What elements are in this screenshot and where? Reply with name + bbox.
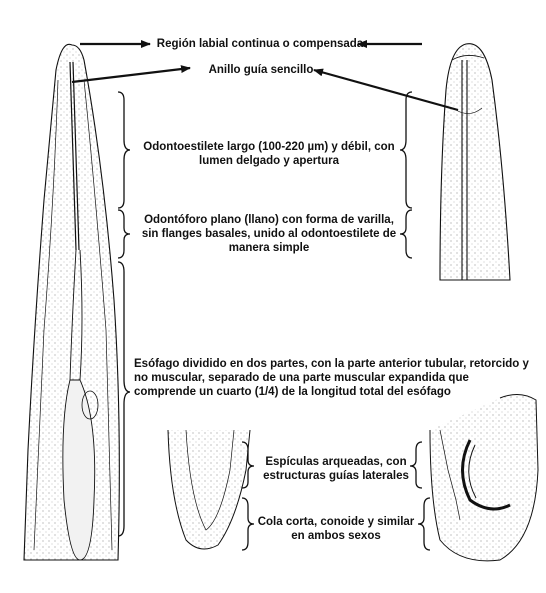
label-tail: Cola corta, conoide y similar en ambos s… [257,516,415,542]
arrow-guide-left [71,65,191,84]
nematode-tail-middle [167,429,251,550]
brace-odontophore-right [399,209,413,259]
brace-spicules-right [409,441,423,489]
nematode-head [439,43,511,281]
brace-spicules-left [241,441,255,489]
label-labial-region: Región labial continua o compensada [156,38,364,50]
brace-odontostyle-right [399,91,413,209]
nematode-tail-right [429,394,539,562]
braces [117,91,431,551]
nematode-anterior-body [23,43,120,561]
label-odontophore: Odontóforo plano (llano) con forma de va… [141,214,397,254]
arrow-guide-right [313,68,459,112]
brace-esophagus [117,261,131,537]
label-esophagus: Esófago dividido en dos partes, con la p… [134,358,529,398]
brace-odontophore-left [117,209,131,259]
arrows [71,40,459,112]
label-odontostyle: Odontoestilete largo (100-220 µm) y débi… [143,141,395,167]
brace-tail-right [417,497,431,551]
label-guide-ring: Anillo guía sencillo [208,64,314,76]
label-spicules: Espículas arqueadas, con estructuras guí… [263,456,409,482]
brace-tail-left [241,497,255,551]
brace-odontostyle-left [117,91,131,209]
